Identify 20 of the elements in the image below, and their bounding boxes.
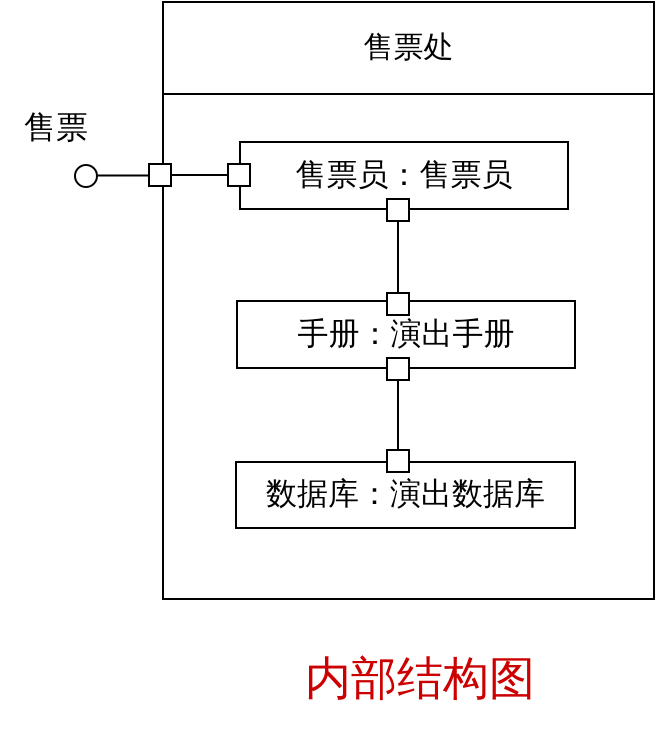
part-label: 数据库：演出数据库 xyxy=(266,476,545,514)
port-square xyxy=(227,163,251,187)
part-box xyxy=(235,461,576,529)
port-square xyxy=(386,449,410,473)
port-square xyxy=(386,357,410,381)
port-square xyxy=(386,198,410,222)
part-label: 手册：演出手册 xyxy=(298,316,514,354)
component-name: 售票处 xyxy=(364,30,454,66)
port-square xyxy=(386,292,410,316)
connector-line xyxy=(98,174,148,176)
diagram-caption: 内部结构图 xyxy=(305,651,535,706)
interface-label: 售票 xyxy=(24,108,88,146)
connector-line xyxy=(172,174,227,176)
component-frame xyxy=(162,1,655,600)
connector-line xyxy=(397,222,399,292)
part-label: 售票员：售票员 xyxy=(296,156,512,194)
part-box xyxy=(236,300,576,369)
part-box xyxy=(239,141,569,210)
connector-line xyxy=(397,381,399,449)
port-square xyxy=(148,163,172,187)
